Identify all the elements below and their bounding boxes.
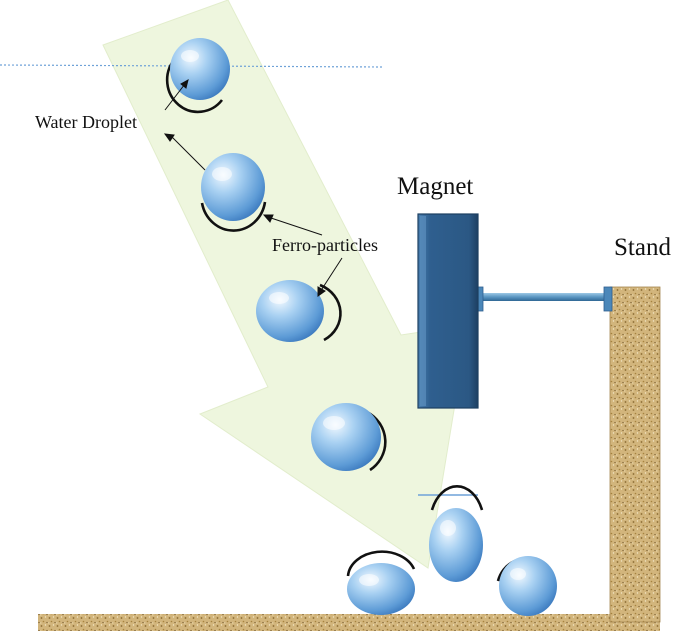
annotation-arrows (163, 78, 343, 297)
water-droplet-3 (256, 280, 342, 342)
water-droplet-4 (311, 403, 387, 472)
ground-sand-strip (38, 614, 660, 631)
sand-stand-icon (609, 286, 661, 623)
water-droplet-7 (496, 556, 557, 616)
magnet-support-rod (474, 286, 613, 312)
bar-magnet-icon (417, 213, 479, 409)
water-droplet-5 (429, 485, 484, 582)
water-droplet-2 (200, 153, 267, 232)
water-droplet-label: Water Droplet (35, 112, 137, 132)
stand-label: Stand (614, 234, 671, 261)
ferro-particles-label: Ferro-particles (272, 235, 378, 255)
water-droplet-6 (346, 550, 416, 615)
magnet-label: Magnet (397, 173, 473, 200)
